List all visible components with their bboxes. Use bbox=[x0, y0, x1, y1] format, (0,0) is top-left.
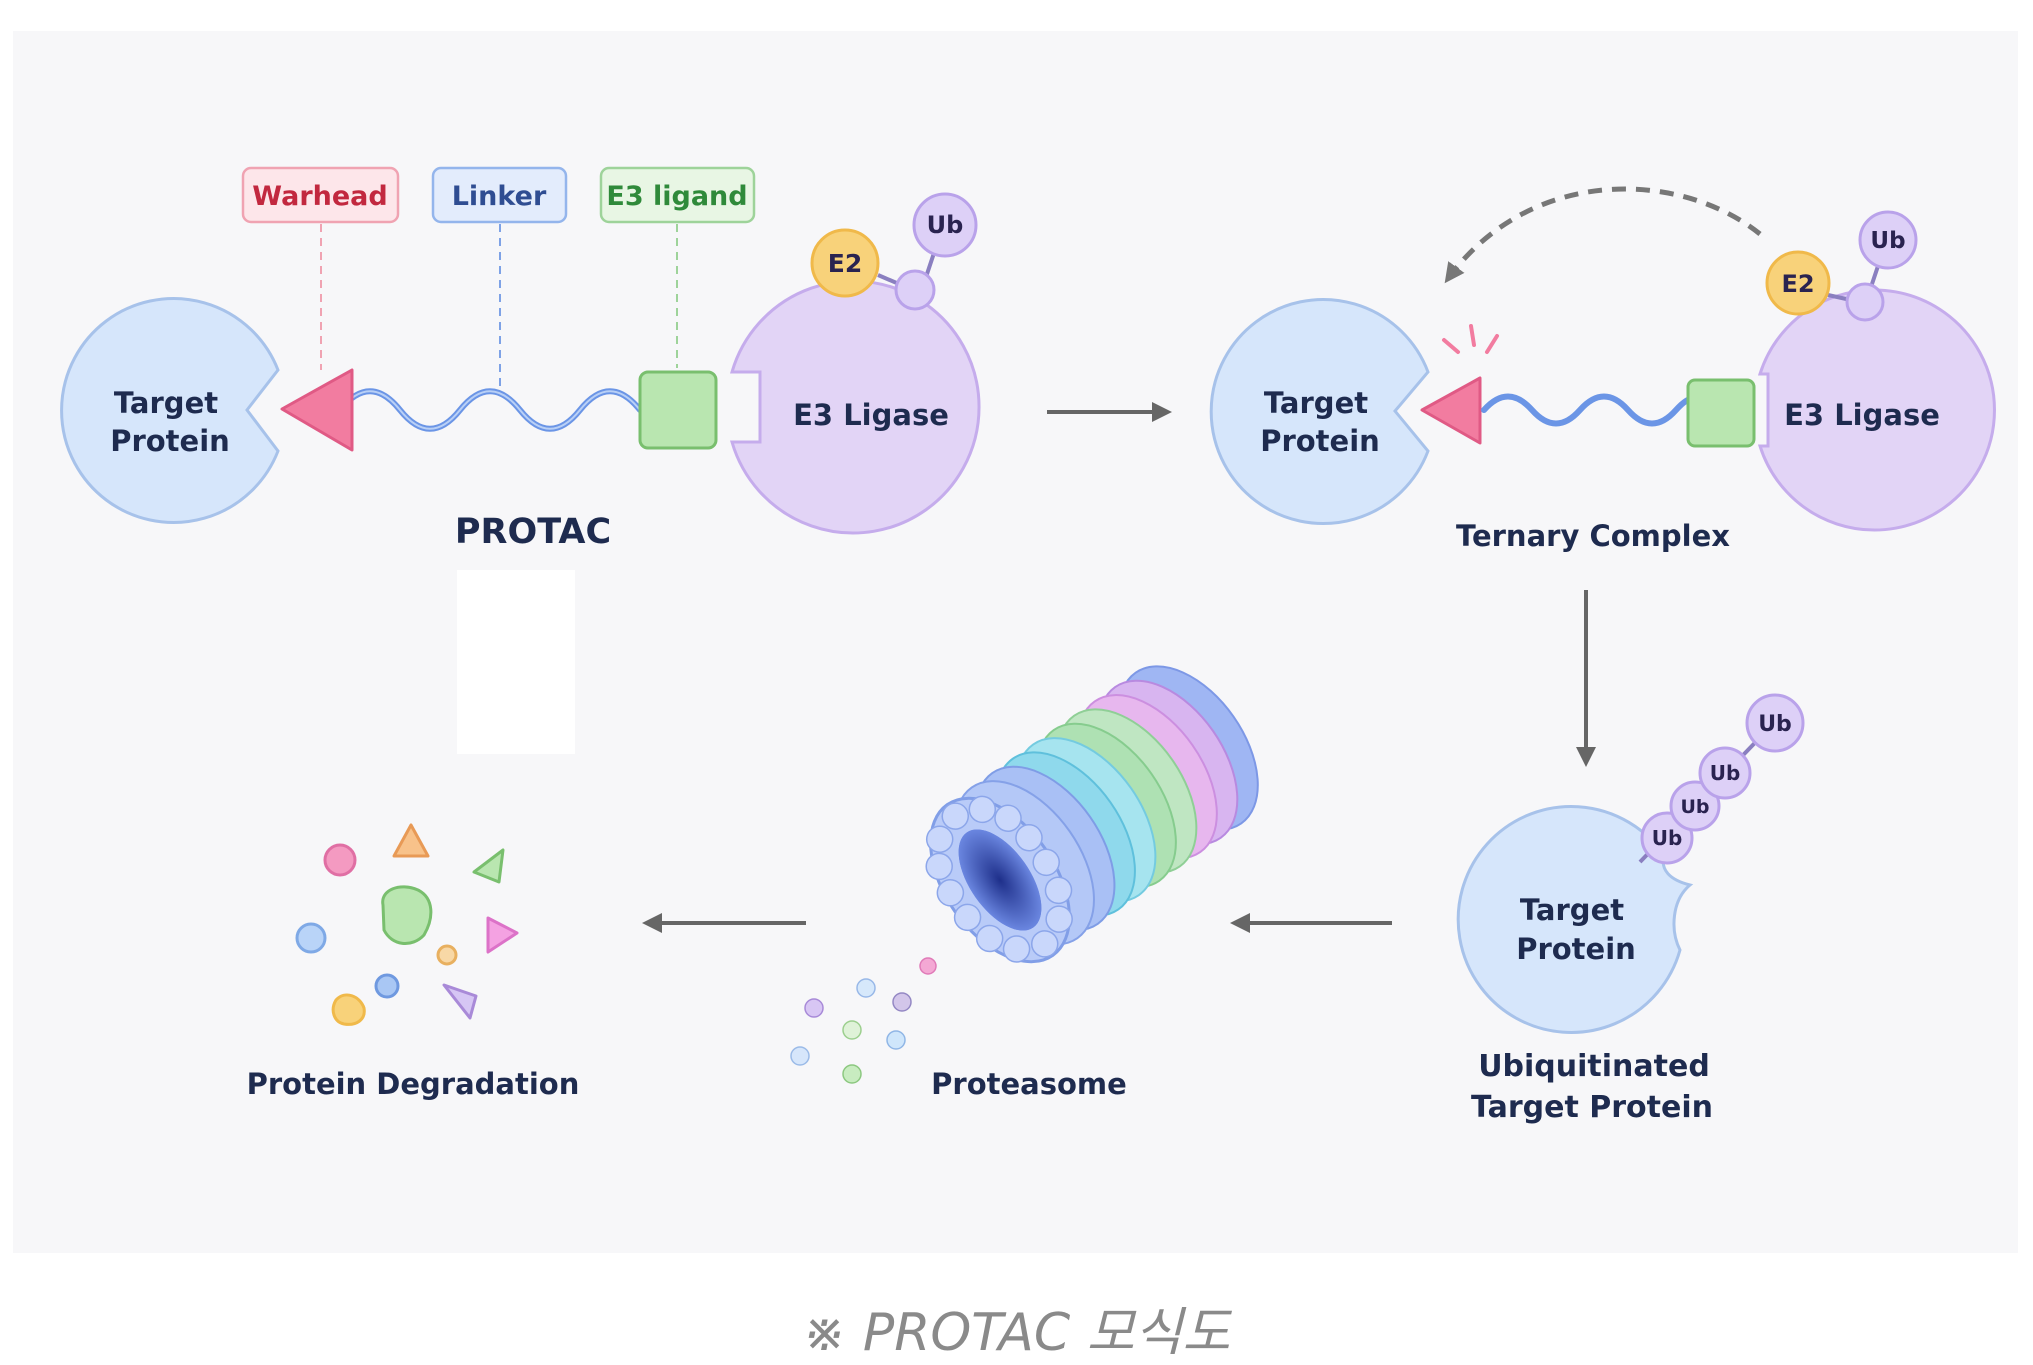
protac-title: PROTAC bbox=[455, 512, 611, 552]
ternary-target-shape bbox=[1209, 298, 1430, 525]
proteasome-title: Proteasome bbox=[931, 1067, 1127, 1101]
fragment-orange-ring bbox=[436, 944, 458, 966]
binding-spark-icon bbox=[1442, 324, 1499, 354]
proteasome-stage: Proteasome bbox=[790, 665, 1259, 1101]
svg-text:Linker: Linker bbox=[452, 181, 547, 212]
ubiq-target-shape bbox=[1456, 805, 1694, 1034]
ubiq-title-2: Target Protein bbox=[1471, 1090, 1713, 1125]
ternary-warhead-shape bbox=[1420, 376, 1482, 445]
fragment-orange-blob bbox=[331, 993, 366, 1026]
ub-chain-4 bbox=[1745, 693, 1805, 753]
ternary-linker-wave bbox=[1481, 393, 1715, 427]
ub-chain-label-1: Ub bbox=[1652, 826, 1683, 850]
warhead-tag: Warhead bbox=[241, 166, 400, 224]
e3-ligand-tag: E3 ligand bbox=[599, 166, 756, 224]
ubiq-title-1: Ubiquitinated bbox=[1478, 1049, 1710, 1084]
ternary-ligand-shape bbox=[1686, 378, 1756, 448]
fragment-pink-circle bbox=[323, 843, 357, 877]
ternary-e3-label: E3 Ligase bbox=[1784, 398, 1940, 432]
fragment-green-triangle bbox=[472, 848, 505, 884]
diagram-panel bbox=[13, 31, 2018, 1253]
ternary-target-label-2: Protein bbox=[1260, 424, 1380, 458]
ub-label: Ub bbox=[927, 211, 964, 239]
ternary-e2-label: E2 bbox=[1781, 270, 1814, 298]
ub-chain-2 bbox=[1669, 780, 1721, 832]
fragment-orange-triangle bbox=[392, 823, 430, 858]
proteasome-cylinder bbox=[925, 665, 1259, 964]
ub-chain-label-3: Ub bbox=[1710, 761, 1741, 785]
ternary-ub-anchor bbox=[1845, 282, 1885, 322]
peptide-fragments bbox=[790, 978, 912, 1084]
blank-patch bbox=[457, 570, 575, 754]
ternary-e2-circle bbox=[1765, 250, 1831, 316]
linker-wave-highlight bbox=[339, 390, 641, 430]
degradation-title: Protein Degradation bbox=[247, 1067, 580, 1101]
ubiquitinated-stage: Target Protein Ub Ub Ub Ub Ubiquitinated… bbox=[1456, 693, 1805, 1125]
e3-ligase-shape bbox=[729, 279, 981, 535]
ternary-title: Ternary Complex bbox=[1456, 519, 1730, 553]
ub-anchor-circle bbox=[894, 269, 936, 311]
e3-ligase-label: E3 Ligase bbox=[793, 398, 949, 432]
ternary-stage: Target Protein E3 Ligase E2 Ub Ternary C… bbox=[1209, 186, 1996, 553]
ub-circle bbox=[912, 192, 978, 258]
ub-chain-label-4: Ub bbox=[1758, 712, 1792, 737]
figure-caption: ※ PROTAC 모식도 bbox=[802, 1303, 1231, 1363]
target-protein-shape bbox=[60, 297, 280, 524]
peptide-inside bbox=[919, 957, 937, 975]
target-protein-label-2: Protein bbox=[110, 424, 230, 458]
fragment-blue-circle-1 bbox=[295, 922, 327, 954]
svg-text:E3 ligand: E3 ligand bbox=[606, 181, 747, 212]
degradation-stage: Protein Degradation bbox=[247, 823, 580, 1101]
fragment-green-blob bbox=[381, 885, 433, 945]
ternary-target-label-1: Target bbox=[1264, 386, 1368, 420]
ub-chain-label-2: Ub bbox=[1680, 796, 1709, 818]
protac-stage: Warhead Linker E3 ligand Target Protein … bbox=[60, 166, 981, 754]
e2-circle bbox=[810, 228, 880, 298]
ubiq-target-label-2: Protein bbox=[1516, 932, 1636, 966]
linker-tag: Linker bbox=[431, 166, 568, 224]
fragment-magenta-triangle bbox=[486, 916, 519, 954]
e2-label: E2 bbox=[828, 249, 862, 278]
ub-transfer-arrow bbox=[1444, 186, 1762, 284]
ubiq-target-label-1: Target bbox=[1520, 893, 1624, 927]
target-protein-label-1: Target bbox=[114, 386, 218, 420]
ternary-ub-label: Ub bbox=[1870, 228, 1905, 254]
e3-ligand-shape bbox=[638, 370, 718, 450]
ub-chain-3 bbox=[1698, 746, 1752, 800]
ternary-ub-circle bbox=[1858, 210, 1918, 270]
fragment-purple-triangle bbox=[442, 983, 478, 1020]
svg-text:Warhead: Warhead bbox=[252, 181, 387, 212]
warhead-shape bbox=[280, 368, 354, 452]
fragment-blue-circle-2 bbox=[374, 973, 400, 999]
